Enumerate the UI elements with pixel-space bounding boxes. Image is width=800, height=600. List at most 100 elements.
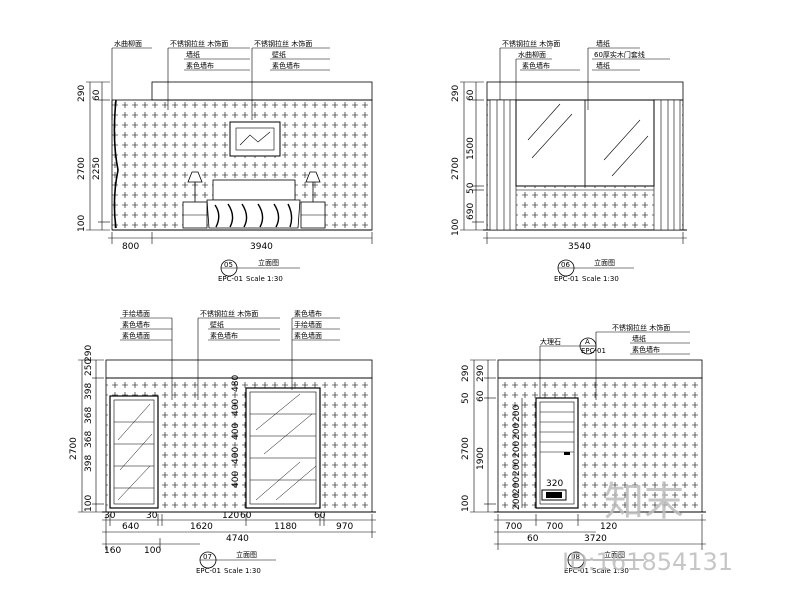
height-dimension: 50 bbox=[461, 392, 471, 404]
callout-label: 手绘墙面 bbox=[294, 320, 322, 329]
height-dimension: 400 bbox=[231, 399, 241, 416]
width-dimension: 60 bbox=[240, 511, 252, 521]
height-dimension: 200 bbox=[512, 405, 522, 422]
height-dimension: 200 bbox=[512, 493, 522, 510]
height-dimension: 60 bbox=[476, 390, 486, 402]
height-dimension: 368 bbox=[84, 407, 94, 424]
sheet-reference: EPC-01 bbox=[196, 567, 221, 575]
height-dimension: 200 bbox=[512, 423, 522, 440]
height-dimension: 250 bbox=[84, 359, 94, 376]
height-dimension: 2250 bbox=[92, 157, 102, 180]
height-dimension: 290 bbox=[451, 85, 461, 102]
view-label: 06 EPC-01 立面图 Scale 1:30 bbox=[554, 258, 634, 283]
height-dimension: 400 bbox=[231, 447, 241, 464]
callout-label: 60厚实木门套线 bbox=[594, 50, 645, 59]
height-dimension: 290 bbox=[77, 85, 87, 102]
callout-label: 壁纸 bbox=[210, 320, 224, 329]
callout-label: 素色墙布 bbox=[522, 61, 550, 70]
scale-text: Scale 1:30 bbox=[592, 567, 629, 575]
sheet-reference: EPC-01 bbox=[554, 275, 579, 283]
height-dimension: 398 bbox=[84, 383, 94, 400]
height-dimension: 100 bbox=[77, 215, 87, 232]
width-dimension: 120 bbox=[600, 522, 617, 532]
detail-marker-sheet: EPC-01 bbox=[581, 347, 606, 355]
callout-label: 墙纸 bbox=[186, 50, 200, 59]
scale-text: Scale 1:30 bbox=[246, 275, 283, 283]
height-dimension: 200 bbox=[512, 477, 522, 494]
width-dimension: 4740 bbox=[226, 534, 249, 544]
view-label: 05 EPC-01 立面图 Scale 1:30 bbox=[218, 258, 300, 283]
view-title: 立面图 bbox=[594, 258, 615, 267]
view-number: 07 bbox=[203, 553, 212, 561]
width-dimension-lines bbox=[108, 232, 373, 244]
height-dimension-lines bbox=[460, 81, 484, 231]
height-dimension: 2700 bbox=[69, 437, 79, 460]
height-dimension: 400 bbox=[231, 423, 241, 440]
callout-label: 素色墙面 bbox=[294, 331, 322, 340]
height-dimension: 290 bbox=[84, 345, 94, 362]
height-dimension: 398 bbox=[84, 455, 94, 472]
callout-label: 素色墙布 bbox=[186, 61, 214, 70]
height-dimension: 290 bbox=[461, 365, 471, 382]
width-dimension: 1620 bbox=[190, 522, 213, 532]
width-dimension: 320 bbox=[546, 479, 563, 489]
callout-leaders bbox=[499, 47, 670, 110]
height-dimension: 200 bbox=[512, 459, 522, 476]
detail-marker: A EPC-01 bbox=[579, 337, 606, 355]
width-dimension: 160 bbox=[104, 546, 121, 556]
height-dimension: 480 bbox=[231, 375, 241, 392]
callout-label: 不锈钢拉丝 木饰面 bbox=[200, 309, 258, 318]
width-dimension: 3720 bbox=[584, 534, 607, 544]
callout-label: 素色墙面 bbox=[122, 331, 150, 340]
detail-marker-letter: A bbox=[585, 338, 590, 346]
elevation-view-08: A EPC-01 大理石 不锈钢拉丝 木饰面 墙纸 素色墙布 2700 1900… bbox=[461, 323, 706, 575]
height-dimension: 100 bbox=[461, 495, 471, 512]
watermark-id: ID:161854131 bbox=[562, 548, 733, 576]
height-dimension: 1500 bbox=[466, 137, 476, 160]
width-dimension: 700 bbox=[546, 522, 563, 532]
elevation-view-05: 水曲柳面 不锈钢拉丝 木饰面 墙纸 素色墙布 不锈钢拉丝 木饰面 壁纸 素色墙布… bbox=[77, 39, 373, 283]
view-title: 立面图 bbox=[236, 550, 257, 559]
width-dimension: 3540 bbox=[568, 242, 591, 252]
width-dimension: 3940 bbox=[250, 242, 273, 252]
callout-leaders bbox=[111, 47, 330, 120]
callout-label: 水曲柳面 bbox=[114, 39, 142, 48]
view-number: 05 bbox=[224, 261, 233, 269]
callout-leaders bbox=[539, 331, 690, 400]
elevation-view-06: 不锈钢拉丝 木饰面 水曲柳面 素色墙布 墙纸 60厚实木门套线 墙纸 2700 … bbox=[451, 39, 687, 283]
width-dimension: 120 bbox=[222, 511, 239, 521]
scale-text: Scale 1:30 bbox=[582, 275, 619, 283]
width-dimension: 30 bbox=[104, 511, 116, 521]
height-dimension: 400 bbox=[231, 471, 241, 488]
height-dimension: 100 bbox=[84, 495, 94, 512]
view-label: 07 EPC-01 立面图 Scale 1:30 bbox=[196, 550, 276, 575]
view-number: 06 bbox=[561, 261, 570, 269]
view-label: 08 EPC-01 立面图 Scale 1:30 bbox=[564, 550, 644, 575]
height-dimension: 2700 bbox=[461, 437, 471, 460]
view-title: 立面图 bbox=[604, 550, 625, 559]
wall-elevation bbox=[102, 359, 376, 513]
callout-label: 素色墙布 bbox=[632, 345, 660, 354]
wall-elevation bbox=[111, 81, 373, 231]
width-dimension: 700 bbox=[505, 522, 522, 532]
callout-leaders bbox=[120, 317, 340, 400]
height-dimension: 368 bbox=[84, 431, 94, 448]
callout-label: 墙纸 bbox=[596, 61, 610, 70]
callout-label: 不锈钢拉丝 木饰面 bbox=[254, 39, 312, 48]
view-number: 08 bbox=[571, 553, 580, 561]
height-dimension: 1900 bbox=[476, 447, 486, 470]
height-dimension: 690 bbox=[466, 203, 476, 220]
width-dimension: 640 bbox=[122, 522, 139, 532]
height-dimension-lines bbox=[78, 359, 104, 513]
callout-label: 素色墙布 bbox=[272, 61, 300, 70]
height-dimension: 290 bbox=[476, 365, 486, 382]
height-dimension: 2700 bbox=[451, 157, 461, 180]
height-dimension: 200 bbox=[512, 441, 522, 458]
height-dimension: 50 bbox=[466, 182, 476, 194]
elevation-view-07: 手绘墙面 素色墙布 素色墙面 不锈钢拉丝 木饰面 壁纸 素色墙布 素色墙布 手绘… bbox=[69, 309, 376, 575]
callout-label: 素色墙布 bbox=[122, 320, 150, 329]
height-dimension: 60 bbox=[466, 89, 476, 101]
callout-label: 手绘墙面 bbox=[122, 309, 150, 318]
view-title: 立面图 bbox=[258, 258, 279, 267]
